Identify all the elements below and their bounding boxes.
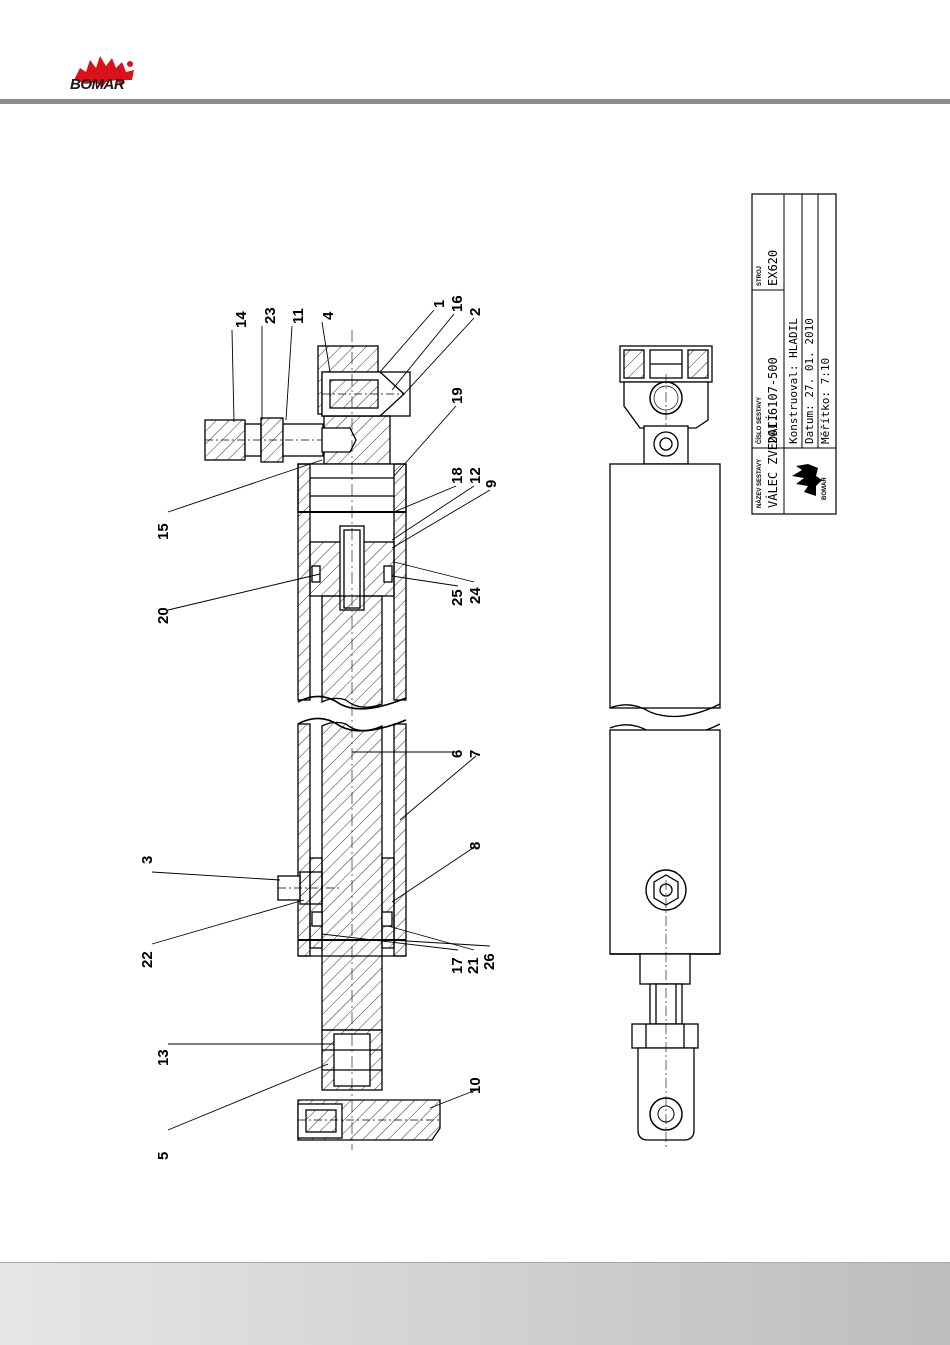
callout-7: 7: [467, 750, 484, 758]
callout-6: 6: [449, 750, 466, 758]
number-label: ČÍSLO SESTAVY: [755, 397, 763, 444]
section-view: [205, 330, 440, 1150]
callout-16: 16: [449, 295, 466, 312]
callout-11: 11: [290, 308, 307, 324]
callout-4: 4: [320, 311, 337, 320]
callout-21: 21: [465, 957, 482, 974]
callout-15: 15: [155, 523, 172, 540]
name-label: NÁZEV SESTAVY: [756, 459, 763, 508]
callout-17: 17: [449, 957, 466, 974]
callout-20: 20: [155, 607, 172, 624]
callout-23: 23: [262, 307, 279, 324]
number-value: 201.6107-500: [766, 357, 780, 444]
callout-14: 14: [233, 311, 250, 328]
callout-5: 5: [155, 1152, 172, 1160]
callout-2: 2: [467, 308, 484, 316]
callout-12: 12: [467, 467, 484, 484]
callout-22: 22: [139, 951, 156, 968]
callout-1: 1: [431, 300, 448, 308]
machine-label: STROJ: [757, 266, 763, 286]
callout-24: 24: [467, 587, 484, 604]
callout-10: 10: [467, 1077, 484, 1094]
title-block-logo-text: BOMAR: [822, 477, 828, 500]
callout-8: 8: [467, 842, 484, 850]
callout-13: 13: [155, 1049, 172, 1066]
callout-19: 19: [449, 387, 466, 404]
scale: Měřítko: 7:10: [819, 358, 832, 444]
date: Datum: 27. 01. 2010: [803, 318, 816, 444]
cylinder-assembly-drawing: 14 23 11 4 1 16 2 19 18 12 9 15 20 25 24…: [0, 0, 950, 1262]
designer: Konstruoval: HLADIL: [787, 318, 800, 444]
callout-25: 25: [449, 589, 466, 606]
callout-18: 18: [449, 467, 466, 484]
callout-26: 26: [481, 953, 498, 970]
callout-3: 3: [139, 856, 156, 864]
footer-band: [0, 1262, 950, 1345]
callout-9: 9: [483, 480, 500, 488]
machine-value: EX620: [766, 250, 780, 286]
side-view: [610, 346, 720, 1150]
